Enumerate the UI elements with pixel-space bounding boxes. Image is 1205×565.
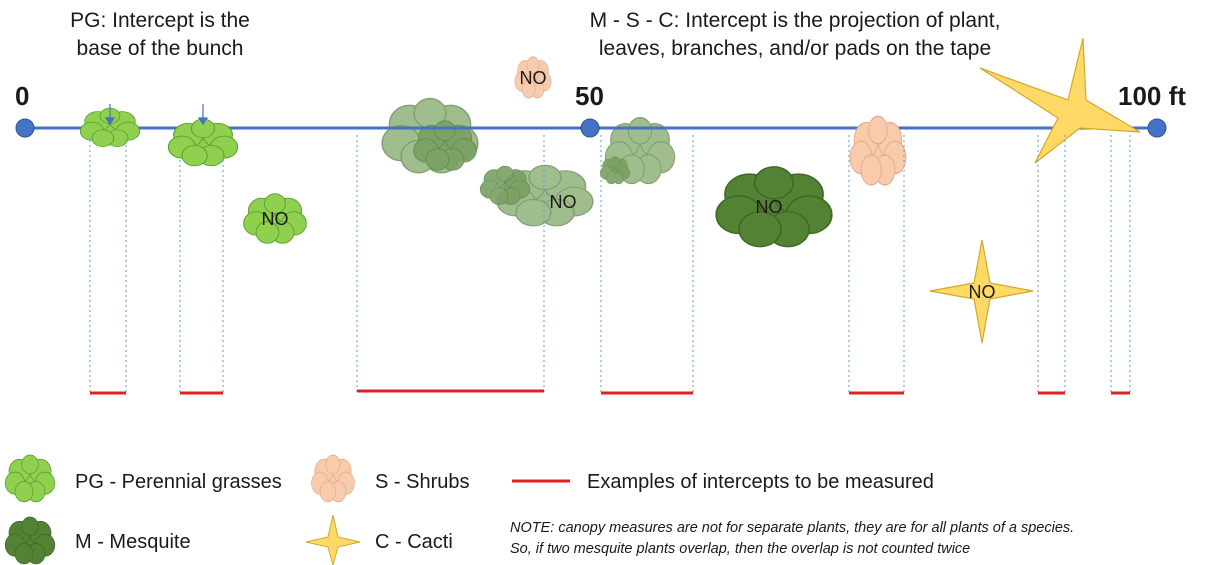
legend-cacti: C - Cacti [375,531,453,553]
no-label-cactus: NO [969,282,996,302]
shrub-icon [311,454,355,503]
tape-end-label: 100 ft [1118,81,1186,111]
note-line1: NOTE: canopy measures are not for separa… [510,520,1074,536]
no-label-shrub: NO [520,68,547,88]
arrow-down-icon [104,104,209,126]
cactus-icon [305,514,361,565]
legend-perennial-grasses: PG - Perennial grasses [75,471,282,493]
tape-mid-marker [580,118,600,138]
legend-shrubs: S - Shrubs [375,471,469,493]
tape-end-marker [1147,118,1167,138]
cactus-on-tape [979,37,1141,164]
legend-mesquite: M - Mesquite [75,531,191,553]
note-line2: So, if two mesquite plants overlap, then… [510,541,970,557]
grass-icon [4,454,56,503]
projection-guides [89,135,1131,393]
mesquite-icon [4,516,56,565]
msc-heading-line2: leaves, branches, and/or pads on the tap… [599,37,991,60]
tape-start-label: 0 [15,81,29,111]
grass-bunch-2 [167,118,239,167]
tape-mid-label: 50 [575,81,604,111]
shrub-on-tape [849,115,907,186]
msc-heading-line1: M - S - C: Intercept is the projection o… [590,9,1001,32]
cactus-no [929,239,1034,344]
no-label-grass: NO [262,209,289,229]
tape-start-marker [15,118,35,138]
legend: PG - Perennial grasses M - Mesquite S - … [4,454,1074,565]
intercept-segments [90,389,1130,395]
no-label-mesquite-dark: NO [756,197,783,217]
legend-intercept: Examples of intercepts to be measured [587,471,934,493]
no-label-mesquite-cluster: NO [550,192,577,212]
pg-heading-line2: base of the bunch [77,37,244,60]
pg-heading-line1: PG: Intercept is the [70,9,250,32]
